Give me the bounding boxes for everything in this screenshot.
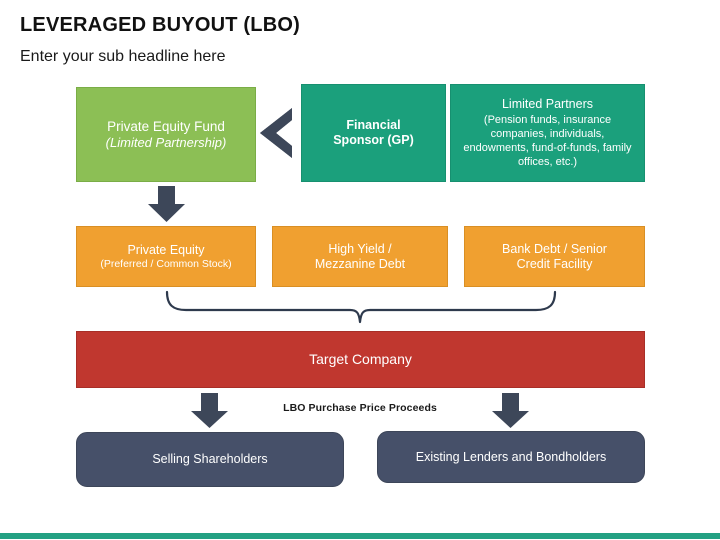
- box-private-equity-line2: (Preferred / Common Stock): [100, 257, 232, 270]
- page-title: LEVERAGED BUYOUT (LBO): [20, 14, 300, 36]
- lbo-purchase-price-proceeds-label: LBO Purchase Price Proceeds: [283, 402, 437, 414]
- curly-brace-icon: [165, 290, 557, 324]
- page-subtitle: Enter your sub headline here: [20, 48, 226, 65]
- box-target-company-line1: Target Company: [309, 351, 412, 368]
- box-private-equity-fund-line1: Private Equity Fund: [107, 118, 225, 134]
- box-bank-debt-line1: Bank Debt / Senior: [502, 241, 607, 256]
- box-existing-lenders-and-bondholders[interactable]: Existing Lenders and Bondholders: [377, 431, 645, 483]
- box-high-yield-mezzanine-debt[interactable]: High Yield / Mezzanine Debt: [272, 226, 448, 287]
- box-private-equity-line1: Private Equity: [127, 242, 205, 257]
- box-financial-sponsor-line2: Sponsor (GP): [333, 133, 414, 147]
- box-private-equity-fund[interactable]: Private Equity Fund (Limited Partnership…: [76, 87, 256, 182]
- box-high-yield-line1: High Yield /: [328, 241, 392, 256]
- box-limited-partners[interactable]: Limited Partners (Pension funds, insuran…: [450, 84, 645, 182]
- box-target-company[interactable]: Target Company: [76, 331, 645, 388]
- footer-accent-bar: [0, 533, 720, 539]
- box-financial-sponsor[interactable]: Financial Sponsor (GP): [301, 84, 446, 182]
- box-existing-lenders-line1: Existing Lenders and Bondholders: [415, 449, 607, 464]
- chevron-left-icon: [260, 108, 292, 158]
- box-financial-sponsor-line1: Financial: [346, 118, 401, 132]
- arrow-down-icon-pe-fund: [148, 186, 185, 222]
- box-high-yield-line2: Mezzanine Debt: [314, 256, 406, 271]
- box-private-equity-fund-line2: (Limited Partnership): [105, 134, 227, 150]
- box-limited-partners-line2: (Pension funds, insurance companies, ind…: [463, 113, 632, 169]
- box-selling-shareholders-line1: Selling Shareholders: [152, 452, 268, 466]
- box-bank-debt-senior-credit-facility[interactable]: Bank Debt / Senior Credit Facility: [464, 226, 645, 287]
- box-selling-shareholders[interactable]: Selling Shareholders: [76, 432, 344, 487]
- box-bank-debt-line2: Credit Facility: [516, 256, 593, 271]
- box-limited-partners-line1: Limited Partners: [501, 96, 593, 111]
- box-private-equity[interactable]: Private Equity (Preferred / Common Stock…: [76, 226, 256, 287]
